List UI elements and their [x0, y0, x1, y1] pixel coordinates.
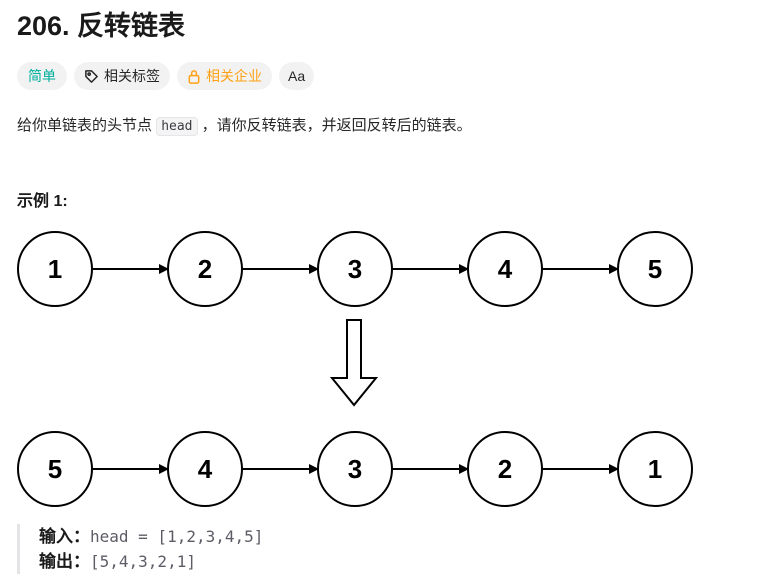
- lock-icon: [187, 69, 201, 84]
- translate-button[interactable]: Aa: [279, 62, 315, 90]
- related-companies-tag[interactable]: 相关企业: [177, 62, 272, 90]
- description-code: head: [156, 117, 198, 136]
- difficulty-tag[interactable]: 简单: [17, 62, 67, 90]
- list-node-value: 3: [348, 454, 362, 484]
- related-topics-tag[interactable]: 相关标签: [74, 62, 170, 90]
- tag-bar: 简单 相关标签 相关企业 Aa: [17, 62, 315, 90]
- tag-icon: [84, 69, 99, 84]
- page-title: 206. 反转链表: [17, 11, 186, 41]
- related-topics-label: 相关标签: [104, 68, 160, 84]
- difficulty-label: 简单: [28, 68, 56, 84]
- translate-icon: Aa: [288, 68, 306, 84]
- example-title: 示例 1:: [17, 193, 68, 210]
- output-value: [5,4,3,2,1]: [90, 552, 196, 571]
- list-node-value: 1: [648, 454, 662, 484]
- linked-list-diagram: 1 2 3 4 5 5 4 3 2 1: [17, 231, 693, 507]
- list-node-value: 5: [648, 254, 662, 284]
- output-line: 输出：[5,4,3,2,1]: [39, 549, 263, 574]
- description-text-after: ，请你反转链表，并返回反转后的链表。: [201, 117, 472, 134]
- list-node-value: 2: [198, 254, 212, 284]
- output-label: 输出：: [39, 552, 90, 571]
- problem-description: 给你单链表的头节点 head ，请你反转链表，并返回反转后的链表。: [17, 114, 472, 139]
- related-companies-label: 相关企业: [206, 68, 262, 84]
- list-node: [617, 431, 693, 507]
- list-node: [617, 231, 693, 307]
- down-arrow-icon: [329, 319, 379, 407]
- original-list: 1 2 3 4 5: [17, 231, 693, 307]
- list-node-value: 1: [48, 254, 62, 284]
- input-label: 输入：: [39, 527, 90, 546]
- list-node-value: 5: [48, 454, 62, 484]
- description-text-before: 给你单链表的头节点: [17, 117, 153, 134]
- input-line: 输入：head = [1,2,3,4,5]: [39, 524, 263, 549]
- list-node-value: 3: [348, 254, 362, 284]
- example-io: 输入：head = [1,2,3,4,5] 输出：[5,4,3,2,1]: [17, 524, 263, 574]
- list-node-value: 4: [198, 454, 213, 484]
- reversed-list: 5 4 3 2 1: [17, 431, 693, 507]
- input-value: head = [1,2,3,4,5]: [90, 527, 264, 546]
- list-node-value: 4: [498, 254, 513, 284]
- list-node-value: 2: [498, 454, 512, 484]
